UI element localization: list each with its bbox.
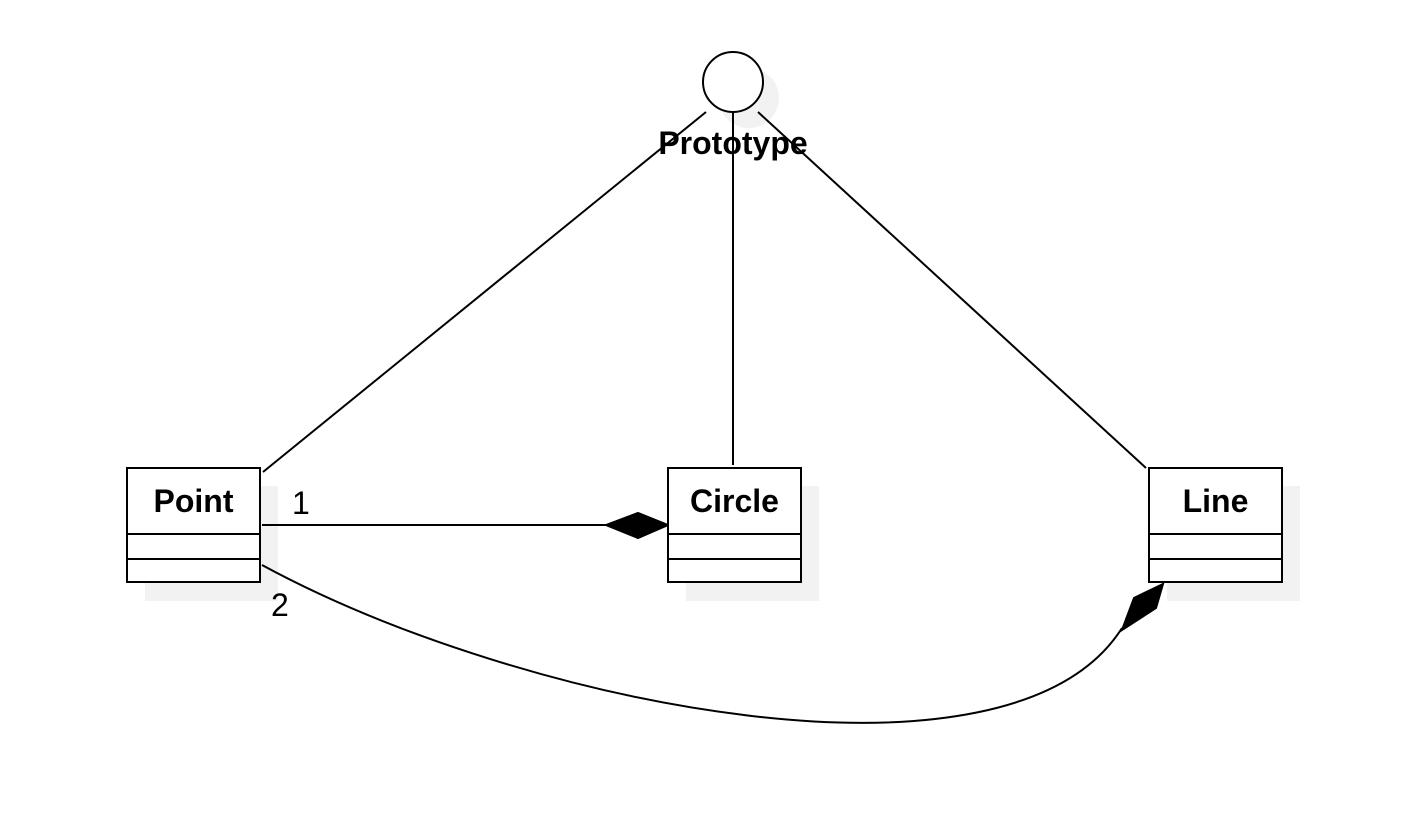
class-point-box[interactable] bbox=[126, 467, 261, 583]
class-line-box[interactable] bbox=[1148, 467, 1283, 583]
prototype-interface-label: Prototype bbox=[658, 125, 807, 161]
class-line[interactable]: Line bbox=[1148, 467, 1283, 583]
multiplicity-point-line: 2 bbox=[271, 587, 289, 623]
association-point-line[interactable]: 2 bbox=[261, 564, 1165, 724]
prototype-interface-circle[interactable] bbox=[702, 51, 764, 113]
class-point[interactable]: Point bbox=[126, 467, 261, 583]
realization-line-prototype[interactable] bbox=[757, 111, 1147, 469]
class-line-name: Line bbox=[1183, 483, 1249, 519]
prototype-interface[interactable]: Prototype bbox=[658, 51, 808, 161]
class-circle-box[interactable] bbox=[667, 467, 802, 583]
association-point-circle[interactable]: 1 bbox=[262, 485, 671, 540]
multiplicity-point-circle: 1 bbox=[292, 485, 310, 521]
class-circle[interactable]: Circle bbox=[667, 467, 802, 583]
class-point-name: Point bbox=[154, 483, 234, 519]
composition-diamond-line bbox=[1120, 582, 1165, 633]
realization-point-prototype[interactable] bbox=[262, 111, 707, 473]
class-circle-name: Circle bbox=[690, 483, 779, 519]
composition-diamond-circle bbox=[603, 511, 671, 540]
realization-lines bbox=[262, 111, 1147, 473]
association-point-line-curve[interactable] bbox=[261, 564, 1123, 724]
